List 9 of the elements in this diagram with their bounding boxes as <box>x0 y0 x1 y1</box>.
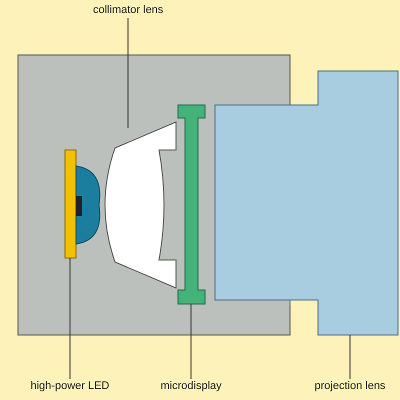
part-label: microdisplay <box>160 380 222 393</box>
collimator-lens <box>104 122 176 288</box>
microdisplay <box>178 104 206 304</box>
part-label: projection lens <box>314 380 386 393</box>
projection-lens <box>214 70 398 336</box>
led-drawing <box>64 150 100 258</box>
leader-line <box>190 304 192 380</box>
part-label: collimator lens <box>93 4 164 17</box>
part-label: high-power LED <box>30 380 110 393</box>
